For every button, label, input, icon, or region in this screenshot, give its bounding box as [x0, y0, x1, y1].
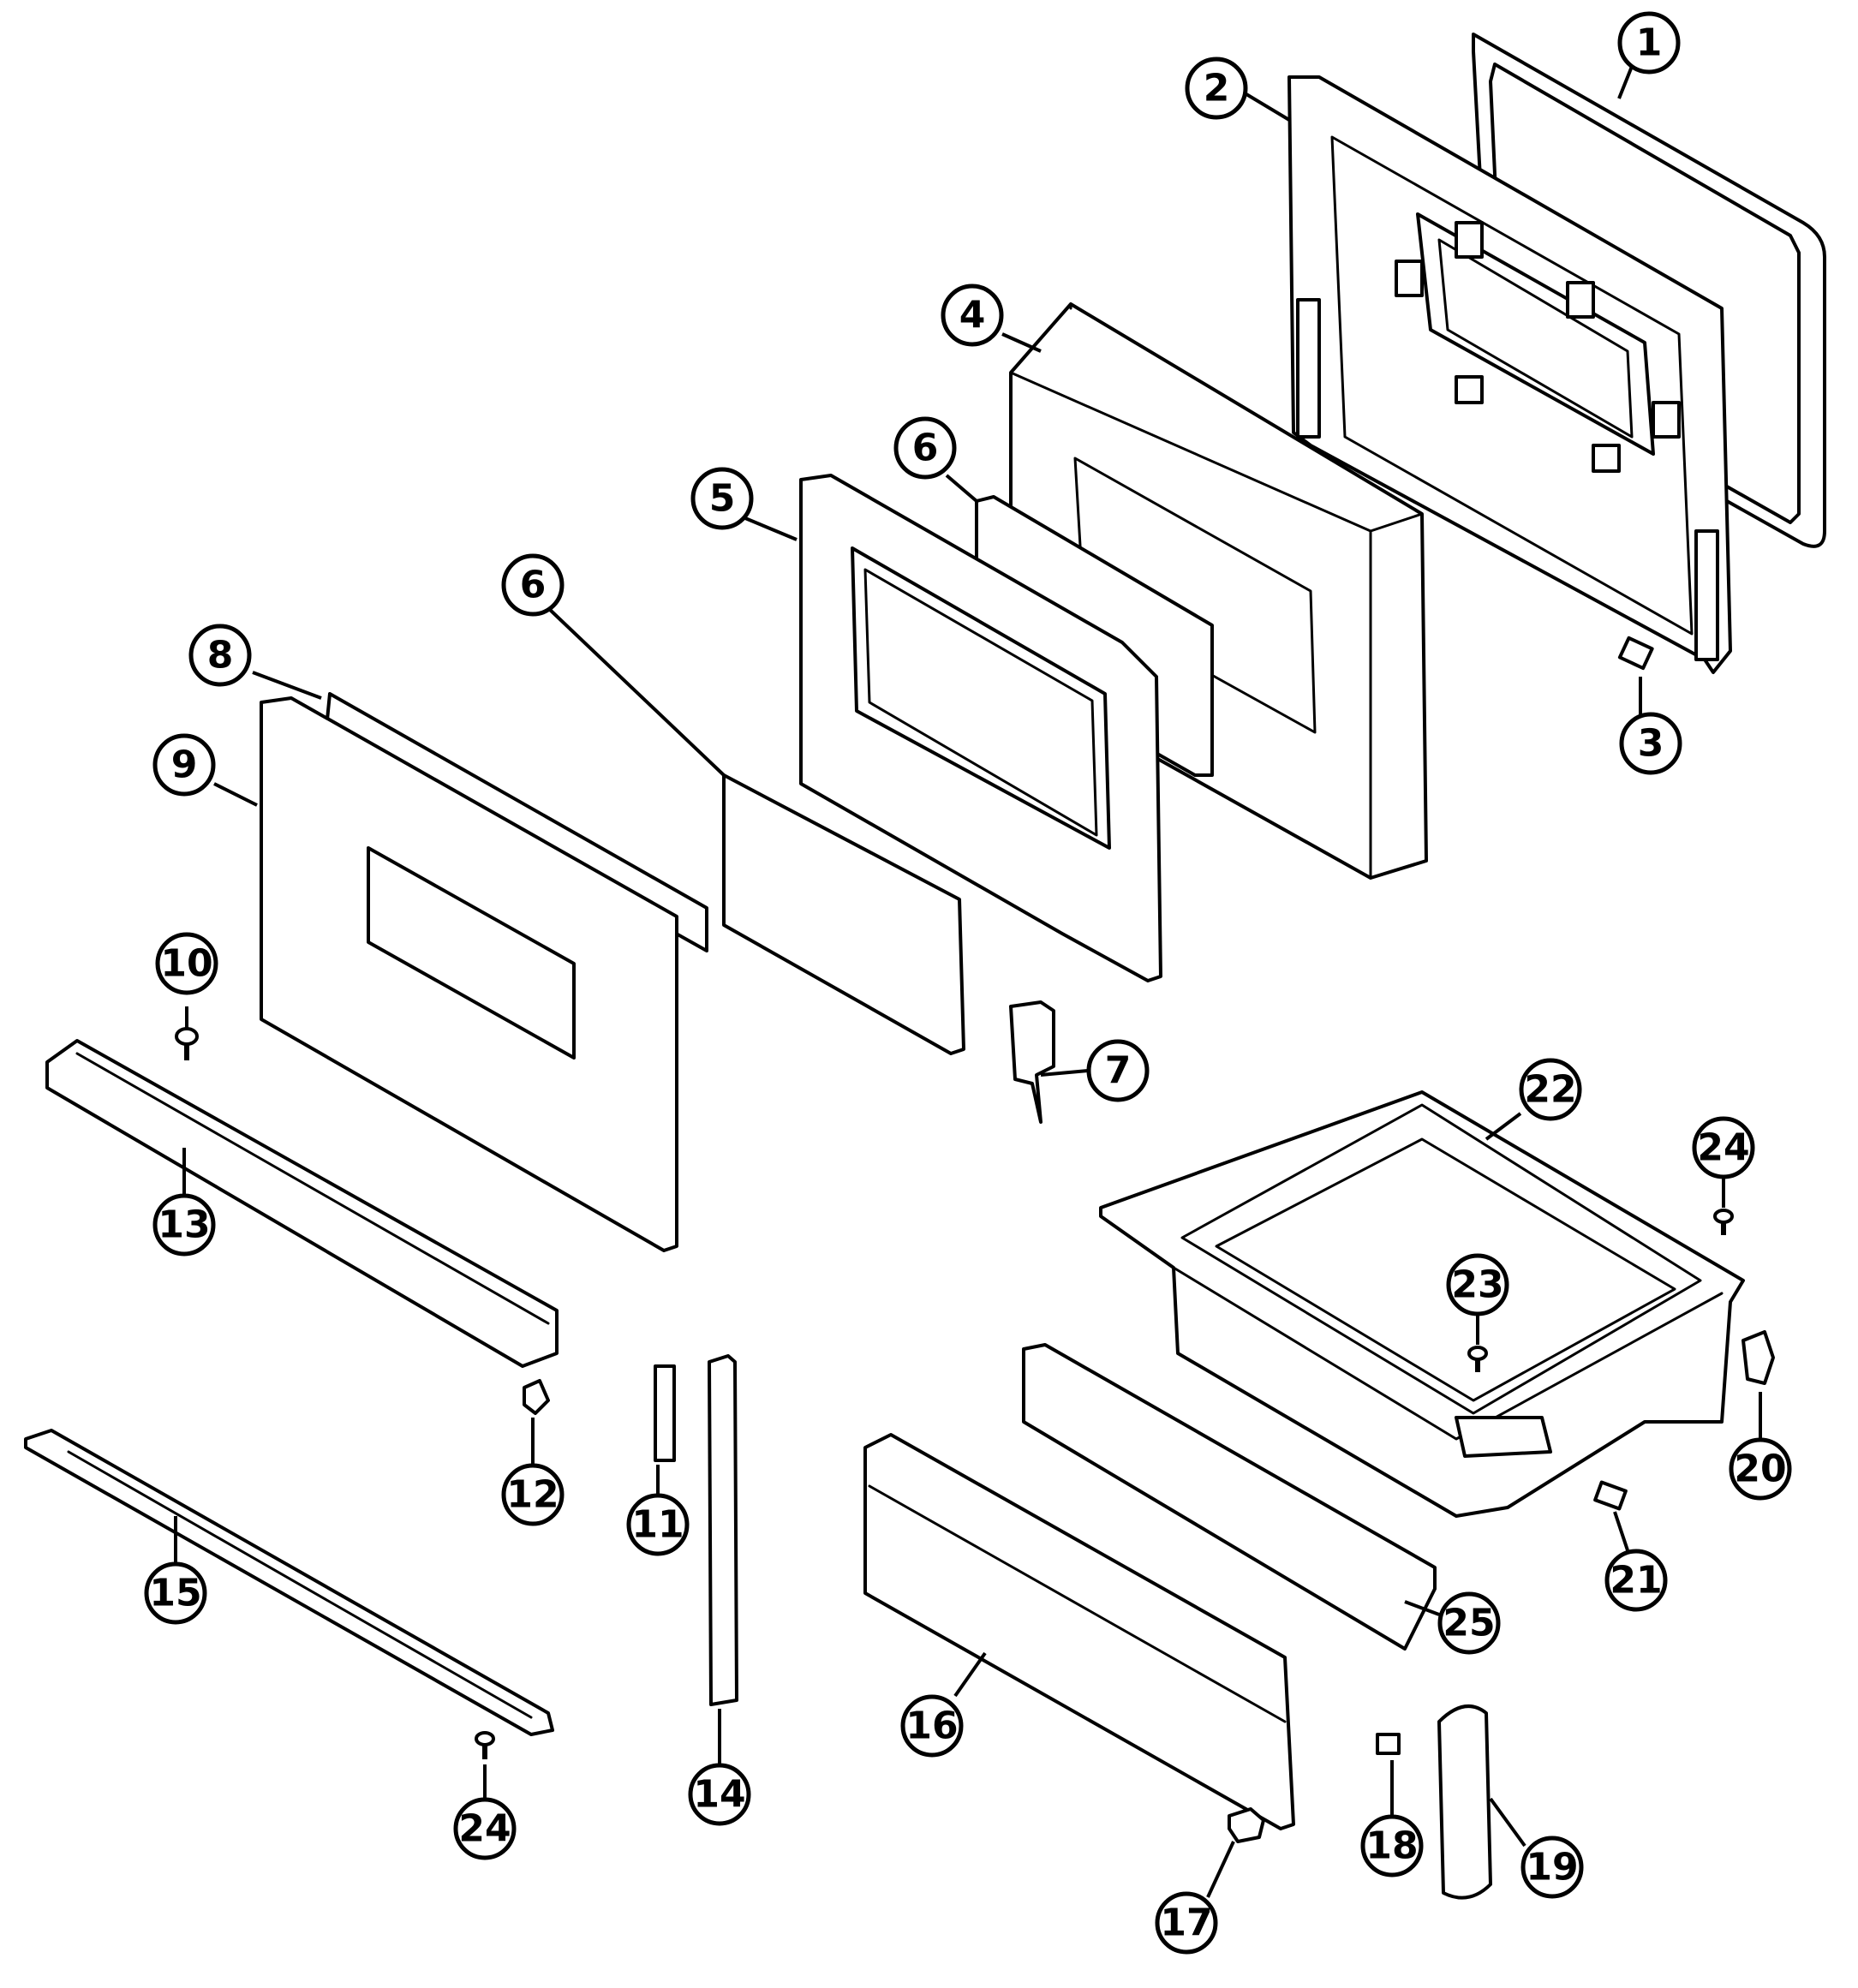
svg-text:25: 25	[1443, 1602, 1495, 1645]
part-18-block	[1376, 1733, 1401, 1755]
callout-12: 12	[501, 1463, 565, 1526]
svg-text:22: 22	[1524, 1068, 1576, 1112]
svg-text:15: 15	[149, 1572, 201, 1615]
leader-16	[953, 1651, 987, 1698]
callout-11: 11	[626, 1493, 690, 1556]
leader-6a	[945, 474, 978, 503]
part-5-door-frame	[799, 474, 1162, 982]
part-24-screw-lower	[475, 1731, 495, 1759]
callout-14: 14	[688, 1763, 751, 1826]
callout-22: 22	[1519, 1058, 1582, 1121]
svg-text:3: 3	[1638, 722, 1664, 766]
leader-lines	[174, 59, 1762, 1898]
part-10-screw	[175, 1027, 199, 1060]
part-17-bumper	[1228, 1807, 1265, 1843]
leader-7	[1040, 1069, 1089, 1077]
svg-text:13: 13	[158, 1203, 210, 1247]
svg-text:7: 7	[1105, 1049, 1132, 1093]
callout-6-lower: 6	[501, 553, 565, 617]
callout-21: 21	[1604, 1549, 1668, 1612]
svg-text:12: 12	[506, 1473, 559, 1517]
leader-22	[1485, 1112, 1522, 1141]
callouts: 1 2 3 4 5 6 6 7 8 9 10 11 12 13 14 15 16…	[144, 11, 1792, 1955]
leader-9	[213, 782, 258, 807]
callout-15: 15	[144, 1561, 207, 1625]
callout-9: 9	[152, 733, 216, 797]
part-15-lower-trim	[24, 1429, 554, 1736]
svg-text:24: 24	[1697, 1126, 1749, 1170]
callout-18: 18	[1360, 1814, 1424, 1878]
svg-text:24: 24	[458, 1807, 511, 1851]
part-20-clip	[1742, 1330, 1775, 1385]
part-23-screw	[1467, 1346, 1488, 1372]
callout-2: 2	[1185, 57, 1248, 120]
leader-19	[1489, 1797, 1526, 1848]
leader-2	[1245, 93, 1291, 122]
leader-5	[744, 516, 798, 541]
leader-6b	[547, 606, 726, 777]
part-14-tall-strip	[708, 1354, 738, 1706]
callout-4: 4	[941, 284, 1004, 347]
callout-10: 10	[155, 932, 218, 995]
svg-text:6: 6	[520, 564, 547, 607]
svg-text:10: 10	[160, 942, 212, 986]
part-13-handle-trim	[45, 1039, 559, 1368]
part-16-drawer-front	[863, 1433, 1295, 1830]
part-9-outer-door	[260, 696, 678, 1252]
part-12-clip	[523, 1379, 550, 1415]
leader-4	[1001, 332, 1042, 353]
callout-17: 17	[1155, 1891, 1218, 1955]
callout-19: 19	[1520, 1836, 1584, 1899]
part-6-lower-glass	[722, 773, 965, 1055]
leader-17	[1206, 1841, 1235, 1898]
callout-1: 1	[1617, 11, 1681, 75]
callout-25: 25	[1437, 1591, 1501, 1655]
svg-text:19: 19	[1526, 1846, 1578, 1889]
part-7-hinge-bracket	[1009, 1000, 1055, 1124]
svg-text:6: 6	[912, 427, 939, 470]
callout-5: 5	[690, 467, 754, 530]
svg-text:1: 1	[1636, 21, 1663, 65]
part-3-bumper	[1617, 636, 1654, 671]
svg-text:2: 2	[1204, 67, 1230, 110]
callout-16: 16	[900, 1694, 964, 1758]
leader-25	[1404, 1600, 1440, 1616]
svg-text:21: 21	[1610, 1559, 1662, 1603]
part-19-side-piece	[1437, 1704, 1492, 1900]
leader-21	[1613, 1511, 1629, 1551]
callout-7: 7	[1086, 1039, 1150, 1102]
callout-6-upper: 6	[893, 416, 957, 480]
svg-text:17: 17	[1160, 1901, 1212, 1945]
svg-text:14: 14	[693, 1773, 745, 1817]
part-24-screw-right	[1713, 1209, 1734, 1235]
svg-text:16: 16	[905, 1704, 958, 1748]
callout-3: 3	[1619, 712, 1682, 775]
part-25-drawer-back	[1022, 1343, 1437, 1651]
svg-text:8: 8	[207, 634, 234, 678]
svg-text:11: 11	[631, 1503, 684, 1547]
part-21-block	[1593, 1480, 1628, 1511]
part-11-strip	[654, 1364, 676, 1462]
svg-text:23: 23	[1451, 1263, 1503, 1307]
part-2-inner-door-panel	[1287, 75, 1732, 674]
parts-drawing	[24, 33, 1826, 1900]
callout-24-right: 24	[1692, 1116, 1755, 1179]
part-22-drawer-pan	[1099, 1090, 1745, 1518]
svg-text:20: 20	[1734, 1448, 1786, 1491]
svg-text:5: 5	[709, 477, 736, 521]
svg-text:4: 4	[959, 294, 986, 337]
svg-text:9: 9	[171, 743, 198, 787]
leader-8	[252, 671, 322, 700]
callout-13: 13	[152, 1193, 216, 1257]
callout-24-lower: 24	[453, 1797, 517, 1860]
svg-text:18: 18	[1365, 1824, 1418, 1868]
callout-8: 8	[188, 624, 252, 687]
callout-20: 20	[1729, 1437, 1792, 1501]
callout-23: 23	[1446, 1253, 1509, 1316]
